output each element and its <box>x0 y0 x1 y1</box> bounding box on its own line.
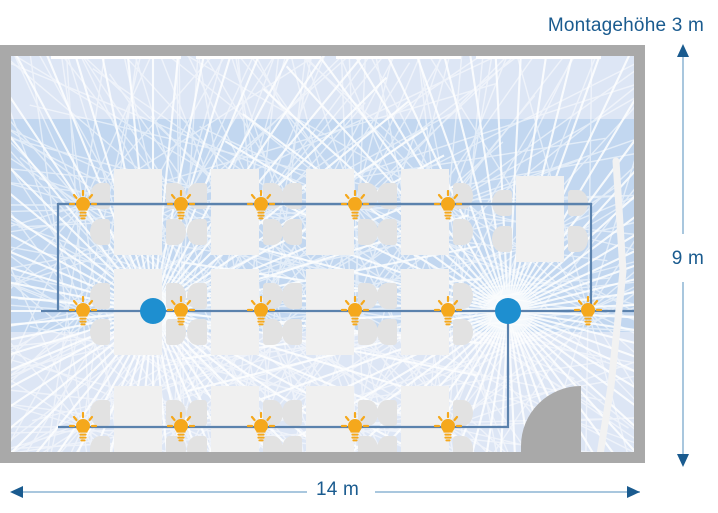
light-bulb-icon[interactable] <box>433 411 463 442</box>
light-bulb-icon[interactable] <box>573 295 603 326</box>
chair <box>453 183 473 209</box>
mounting-height-label: Montagehöhe 3 m <box>547 15 704 36</box>
chair <box>377 436 397 452</box>
room-floor-plan <box>11 56 634 452</box>
light-bulb-icon[interactable] <box>68 189 98 220</box>
blind-line <box>596 157 627 452</box>
chair <box>187 436 207 452</box>
light-bulb-icon[interactable] <box>246 411 276 442</box>
depth-dimension-label: 9 m <box>671 248 704 269</box>
light-bulb-icon[interactable] <box>246 295 276 326</box>
arrow-up-icon <box>677 44 689 57</box>
width-dimension-label: 14 m <box>316 479 360 500</box>
chair <box>90 183 110 209</box>
depth-dim-line-top <box>682 56 684 234</box>
arrow-down-icon <box>677 454 689 467</box>
light-bulb-icon[interactable] <box>433 189 463 220</box>
window-pane <box>196 56 321 59</box>
arrow-right-icon <box>627 486 640 498</box>
light-bulb-icon[interactable] <box>166 295 196 326</box>
chair <box>263 183 283 209</box>
chair <box>263 436 283 452</box>
light-bulb-icon[interactable] <box>68 295 98 326</box>
light-bulb-icon[interactable] <box>433 295 463 326</box>
light-bulb-icon[interactable] <box>340 189 370 220</box>
window-pane <box>476 56 601 59</box>
chair <box>90 436 110 452</box>
room-walls <box>0 45 645 463</box>
chair <box>358 436 378 452</box>
window-pane <box>51 56 181 59</box>
light-bulb-icon[interactable] <box>246 189 276 220</box>
arrow-left-icon <box>10 486 23 498</box>
chair <box>282 436 302 452</box>
chair <box>453 436 473 452</box>
width-dim-line-left <box>22 491 307 493</box>
chair <box>282 183 302 209</box>
chair <box>377 183 397 209</box>
width-dim-line-right <box>375 491 640 493</box>
light-bulb-icon[interactable] <box>340 295 370 326</box>
depth-dim-line-bottom <box>682 282 684 454</box>
presence-sensor-icon[interactable] <box>140 298 166 324</box>
window-pane <box>336 56 461 59</box>
light-bulb-icon[interactable] <box>166 189 196 220</box>
presence-sensor-icon[interactable] <box>495 298 521 324</box>
chair <box>187 183 207 209</box>
light-bulb-icon[interactable] <box>166 411 196 442</box>
light-bulb-icon[interactable] <box>68 411 98 442</box>
chair <box>358 183 378 209</box>
light-bulb-icon[interactable] <box>340 411 370 442</box>
